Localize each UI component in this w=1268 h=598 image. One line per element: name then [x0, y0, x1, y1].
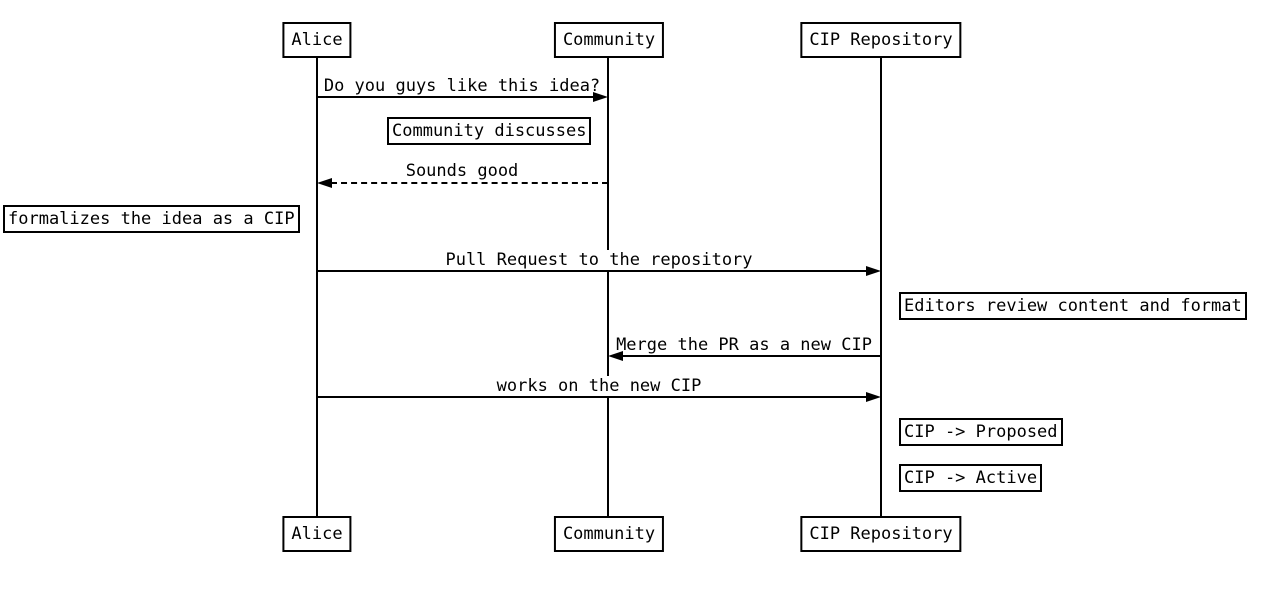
note-formalizes-idea: formalizes the idea as a CIP — [3, 205, 300, 233]
message-label: Do you guys like this idea? — [319, 76, 605, 96]
actor-label: Community — [562, 30, 656, 50]
lifeline-alice — [316, 58, 318, 516]
message-label: works on the new CIP — [492, 376, 706, 396]
message-line — [317, 270, 867, 272]
message-label: Merge the PR as a new CIP — [612, 335, 876, 355]
actor-cip-repository-top: CIP Repository — [800, 22, 962, 58]
actor-alice-bottom: Alice — [282, 516, 352, 552]
message-line — [317, 96, 594, 98]
actor-label: Alice — [291, 524, 343, 544]
arrowhead-right-icon — [866, 266, 881, 276]
actor-label: Community — [562, 524, 656, 544]
message-label: Sounds good — [401, 161, 523, 181]
message-line — [622, 355, 881, 357]
note-community-discusses: Community discusses — [387, 117, 592, 145]
note-cip-active: CIP -> Active — [899, 464, 1043, 492]
arrowhead-right-icon — [866, 392, 881, 402]
actor-community-bottom: Community — [553, 516, 665, 552]
actor-label: CIP Repository — [809, 524, 953, 544]
lifeline-community — [607, 58, 609, 516]
actor-cip-repository-bottom: CIP Repository — [800, 516, 962, 552]
arrowhead-right-icon — [593, 92, 608, 102]
message-line — [317, 396, 867, 398]
message-label: Pull Request to the repository — [441, 250, 757, 270]
note-editors-review: Editors review content and format — [899, 292, 1247, 320]
lifeline-cip-repository — [880, 58, 882, 516]
actor-alice-top: Alice — [282, 22, 352, 58]
note-cip-proposed: CIP -> Proposed — [899, 418, 1063, 446]
actor-community-top: Community — [553, 22, 665, 58]
actor-label: Alice — [291, 30, 343, 50]
arrowhead-left-icon — [608, 351, 623, 361]
actor-label: CIP Repository — [809, 30, 953, 50]
message-line — [331, 182, 608, 184]
arrowhead-left-icon — [317, 178, 332, 188]
